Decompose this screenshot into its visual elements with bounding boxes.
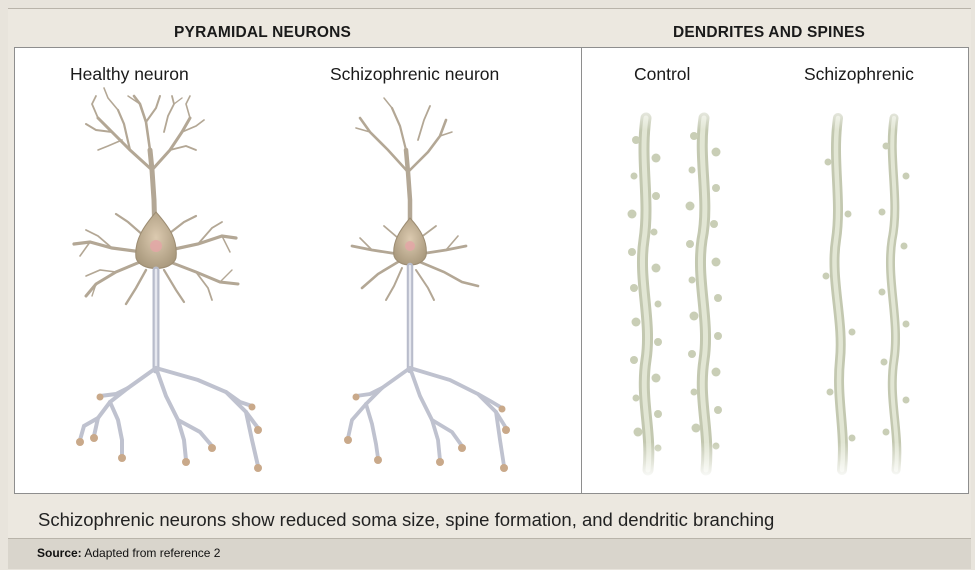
healthy-neuron-illustration — [74, 88, 262, 472]
source-note: Source: Adapted from reference 2 — [37, 546, 220, 560]
source-text: Adapted from reference 2 — [84, 546, 220, 560]
schizophrenic-neuron-illustration — [344, 98, 510, 472]
source-label: Source: — [37, 546, 82, 560]
figure-caption: Schizophrenic neurons show reduced soma … — [38, 509, 774, 531]
dendrite-fade-overlay — [600, 100, 940, 480]
